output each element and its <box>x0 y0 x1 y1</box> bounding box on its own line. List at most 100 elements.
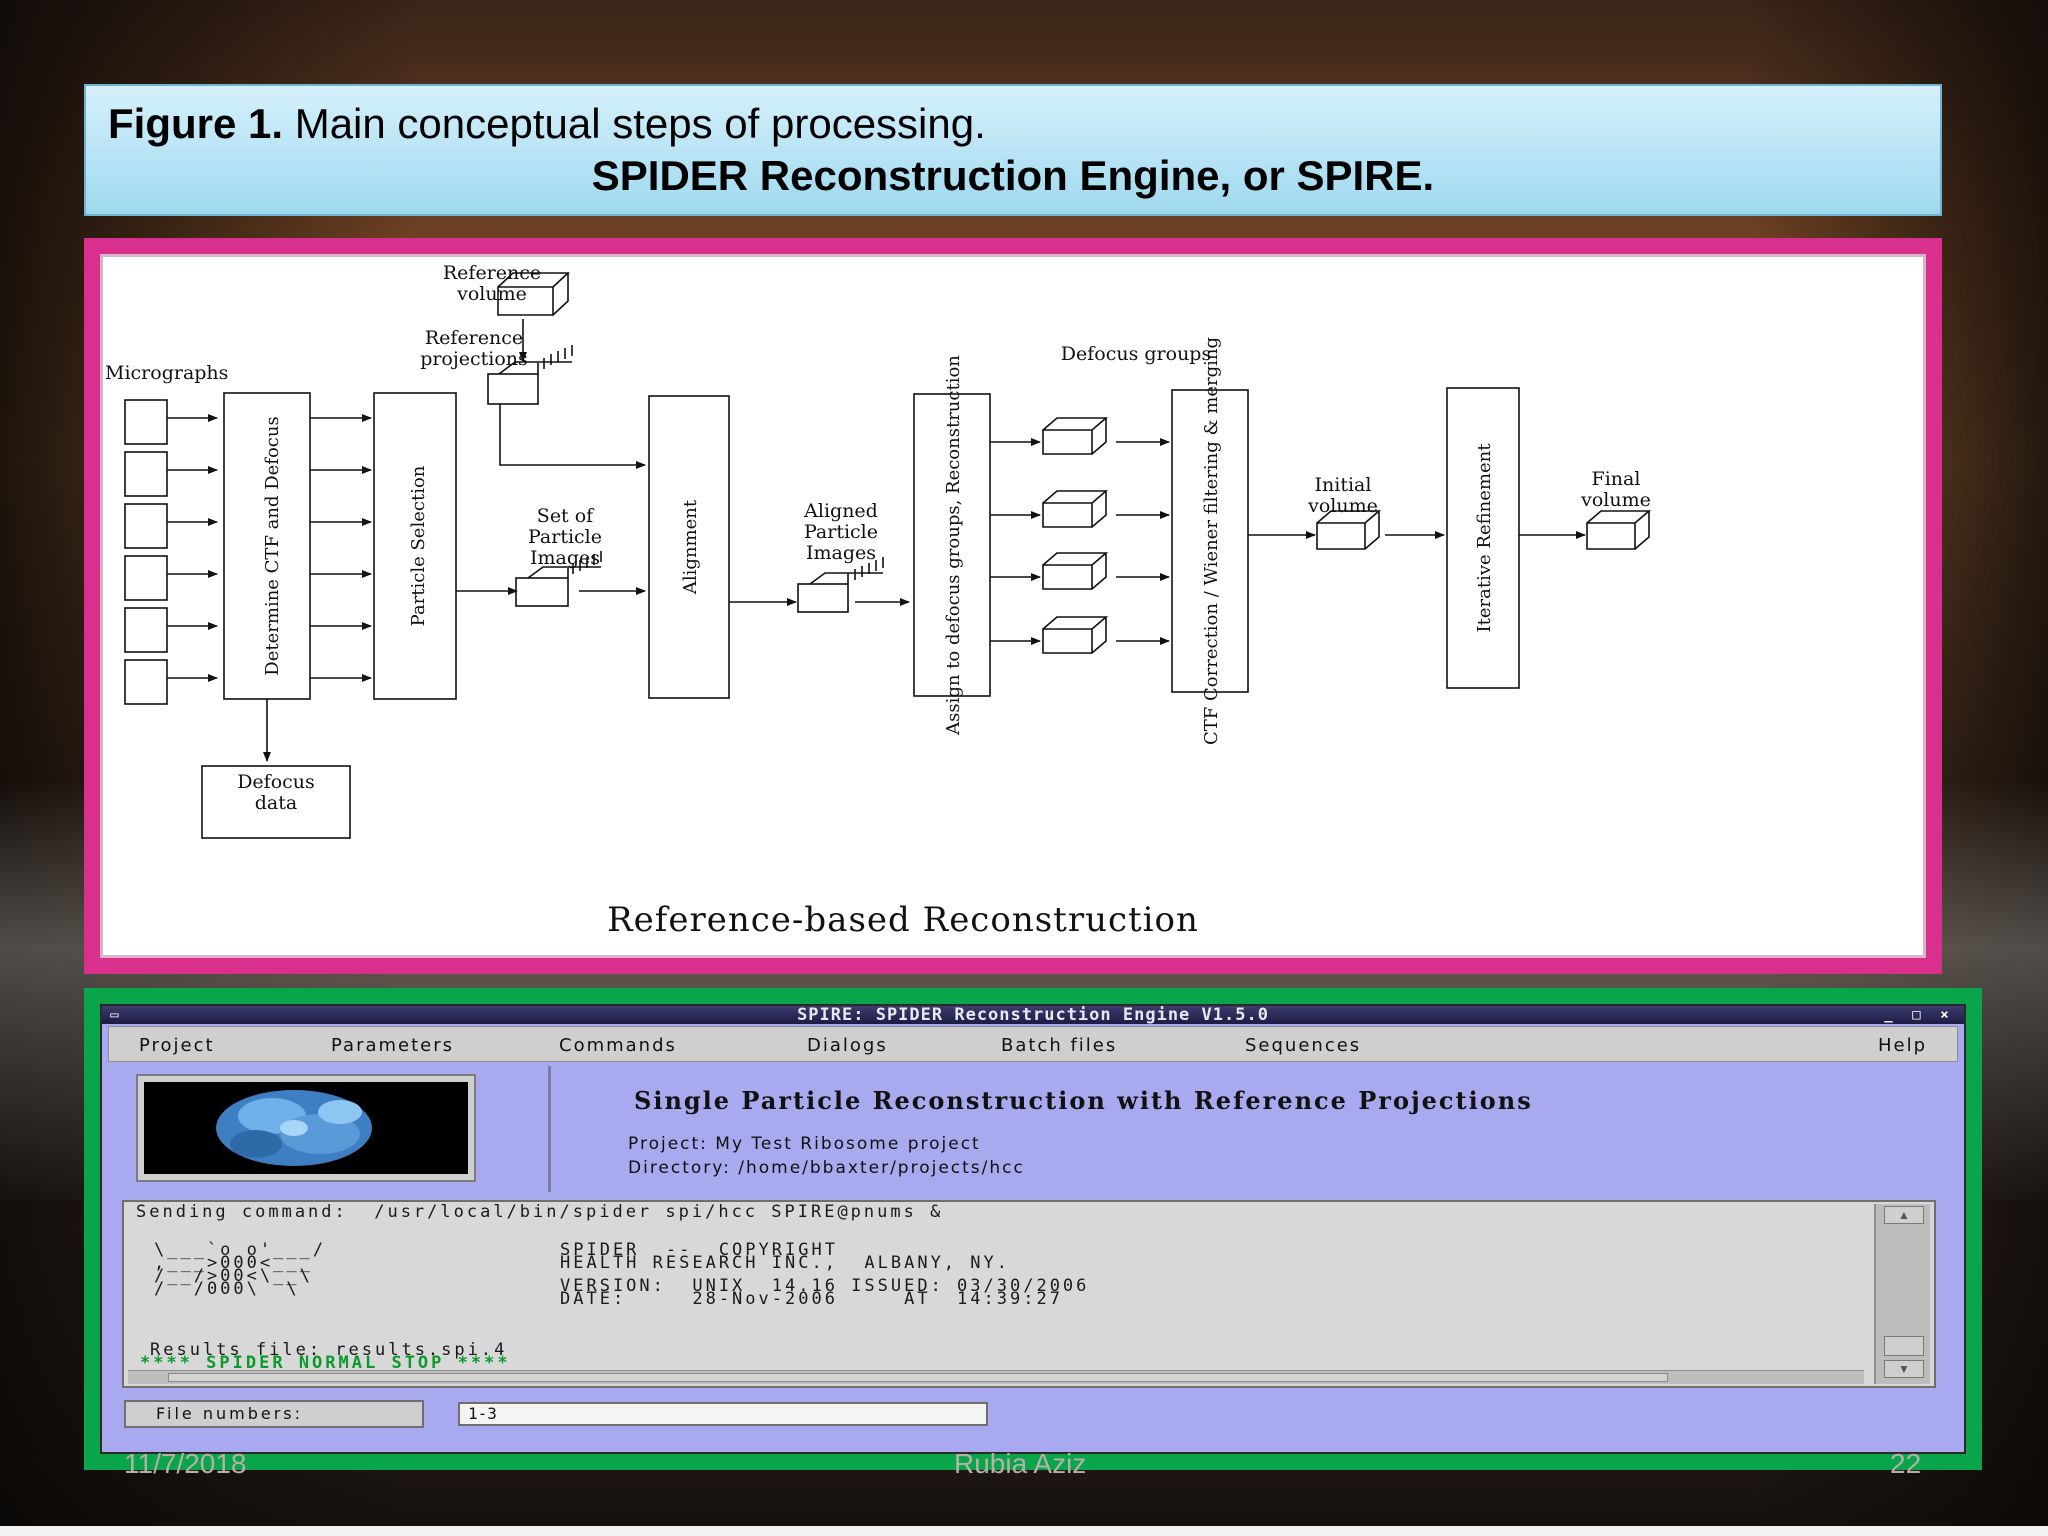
console-date: DATE: 28-Nov-2006 AT 14:39:27 <box>560 1289 1063 1309</box>
defocus-group-cube-3 <box>1042 552 1109 590</box>
ribosome-thumbnail-frame <box>136 1074 476 1182</box>
initial-volume-cube <box>1316 510 1382 550</box>
micrograph-1 <box>124 399 168 445</box>
menubar: Project Parameters Commands Dialogs Batc… <box>108 1026 1958 1062</box>
diagram-svg: Reference volume Reference projections M… <box>105 262 1652 940</box>
label-set-of-particle-2: Particle <box>528 526 602 548</box>
figure-number: Figure 1. <box>108 100 284 147</box>
directory-line: Directory: /home/bbaxter/projects/hcc <box>628 1158 1025 1178</box>
label-initial-volume-2: volume <box>1307 495 1378 517</box>
background-strip <box>0 1526 2048 1536</box>
label-final-volume-2: volume <box>1580 489 1651 511</box>
step-assign-groups <box>913 393 991 697</box>
figure-caption-box: Figure 1. Main conceptual steps of proce… <box>84 84 1942 216</box>
console-vertical-scrollbar[interactable]: ▲ ▼ <box>1874 1204 1930 1384</box>
label-reference-volume-2: volume <box>456 283 527 305</box>
scroll-down-icon[interactable]: ▼ <box>1884 1360 1924 1378</box>
spire-window: SPIRE: SPIDER Reconstruction Engine V1.5… <box>100 1004 1966 1454</box>
reconstruction-diagram: Reference volume Reference projections M… <box>100 254 1926 958</box>
label-reference-volume-1: Reference <box>443 262 541 284</box>
menu-batch-files[interactable]: Batch files <box>1001 1035 1118 1056</box>
console-command: Sending command: /usr/local/bin/spider s… <box>136 1202 944 1222</box>
window-menu-icon[interactable]: ▭ <box>110 1007 120 1023</box>
step-particle-selection <box>373 392 457 700</box>
figure-caption-text: Main conceptual steps of processing. <box>283 100 986 147</box>
header-panel: Single Particle Reconstruction with Refe… <box>108 1066 1958 1192</box>
console-version: VERSION: UNIX 14.16 ISSUED: 03/30/2006 <box>560 1276 1090 1296</box>
console-copyright: SPIDER -- COPYRIGHT <box>560 1240 838 1260</box>
footer-author: Rubia Aziz <box>954 1448 1087 1479</box>
menu-project[interactable]: Project <box>139 1035 215 1056</box>
console-org: HEALTH RESEARCH INC., ALBANY, NY. <box>560 1253 1010 1273</box>
defocus-data-box <box>201 765 351 839</box>
figure-subtitle: SPIDER Reconstruction Engine, or SPIRE. <box>591 152 1435 199</box>
label-final-volume-1: Final <box>1592 468 1641 490</box>
figure-caption: Figure 1. Main conceptual steps of proce… <box>108 100 986 148</box>
label-micrographs: Micrographs <box>105 362 228 384</box>
window-titlebar[interactable]: SPIRE: SPIDER Reconstruction Engine V1.5… <box>102 1006 1964 1024</box>
footer-date: 11/7/2018 <box>124 1448 247 1479</box>
project-line: Project: My Test Ribosome project <box>628 1134 981 1154</box>
menu-sequences[interactable]: Sequences <box>1245 1035 1362 1056</box>
label-initial-volume-1: Initial <box>1315 474 1372 496</box>
final-volume-cube <box>1586 510 1652 550</box>
label-reference-projections-1: Reference <box>425 327 523 349</box>
label-defocus-data-1: Defocus <box>237 771 315 793</box>
step-ctf-correction <box>1171 389 1249 693</box>
spider-logo-line-1: \___`o o'___/ <box>154 1240 327 1260</box>
micrograph-2 <box>124 451 168 497</box>
minimize-button[interactable]: _ <box>1884 1007 1894 1023</box>
diagram-frame: Reference volume Reference projections M… <box>84 238 1942 974</box>
step-assign-groups-label: Assign to defocus groups, Reconstruction <box>943 355 964 736</box>
label-aligned-particle-2: Particle <box>804 521 878 543</box>
ribosome-image <box>144 1082 468 1174</box>
window-title: SPIRE: SPIDER Reconstruction Engine V1.5… <box>797 1005 1269 1025</box>
console-output[interactable]: Sending command: /usr/local/bin/spider s… <box>128 1204 1864 1372</box>
file-numbers-input[interactable]: 1-3 <box>458 1402 988 1426</box>
console-horizontal-scrollbar[interactable] <box>128 1370 1864 1384</box>
spider-logo-line-2: ,___>000<___ <box>154 1253 313 1273</box>
micrograph-5 <box>124 607 168 653</box>
defocus-group-cube-2 <box>1042 490 1109 528</box>
step-iterative-refinement-label: Iterative Refinement <box>1474 443 1495 633</box>
micrograph-4 <box>124 555 168 601</box>
scroll-thumb[interactable] <box>1884 1336 1924 1356</box>
scroll-up-icon[interactable]: ▲ <box>1884 1206 1924 1224</box>
reference-projections-stack <box>487 373 539 405</box>
menu-parameters[interactable]: Parameters <box>331 1035 455 1056</box>
console-results: Results file: results.spi.4 <box>150 1340 508 1360</box>
file-numbers-row: File numbers: 1-3 <box>122 1398 1944 1432</box>
label-reference-projections-2: projections <box>420 348 528 370</box>
spider-logo-line-3: /__/>00<\__\ <box>154 1266 313 1286</box>
defocus-group-cube-1 <box>1042 417 1109 455</box>
close-button[interactable]: × <box>1940 1007 1950 1023</box>
particle-images-stack <box>515 577 569 607</box>
maximize-button[interactable]: □ <box>1912 1007 1922 1023</box>
micrograph-3 <box>124 503 168 549</box>
step-particle-selection-label: Particle Selection <box>408 465 429 626</box>
step-alignment <box>648 395 730 699</box>
console-panel: Sending command: /usr/local/bin/spider s… <box>122 1200 1936 1388</box>
app-heading: Single Particle Reconstruction with Refe… <box>634 1086 1533 1115</box>
app-frame: SPIRE: SPIDER Reconstruction Engine V1.5… <box>84 988 1982 1470</box>
spider-logo-line-4: / /000\ \ <box>154 1279 300 1299</box>
console-normal-stop: **** SPIDER NORMAL STOP **** <box>140 1353 511 1373</box>
aligned-images-stack <box>797 583 849 613</box>
menu-dialogs[interactable]: Dialogs <box>807 1035 888 1056</box>
diagram-title: Reference-based Reconstruction <box>607 900 1199 940</box>
step-alignment-label: Alignment <box>680 499 701 595</box>
label-defocus-groups: Defocus groups <box>1061 343 1211 365</box>
label-set-of-particle-3: Images <box>530 547 600 569</box>
label-aligned-particle-3: Images <box>806 542 876 564</box>
menu-commands[interactable]: Commands <box>559 1035 677 1056</box>
step-determine-ctf-label: Determine CTF and Defocus <box>262 416 283 675</box>
footer-page-number: 22 <box>1890 1448 1922 1479</box>
label-defocus-data-2: data <box>255 792 297 814</box>
step-ctf-correction-label: CTF Correction / Wiener filtering & merg… <box>1201 337 1222 745</box>
step-iterative-refinement <box>1446 387 1520 689</box>
file-numbers-button[interactable]: File numbers: <box>124 1400 424 1428</box>
horizontal-scroll-thumb[interactable] <box>168 1373 1668 1382</box>
label-set-of-particle-1: Set of <box>537 505 595 527</box>
menu-help[interactable]: Help <box>1877 1035 1927 1056</box>
label-aligned-particle-1: Aligned <box>803 500 878 522</box>
